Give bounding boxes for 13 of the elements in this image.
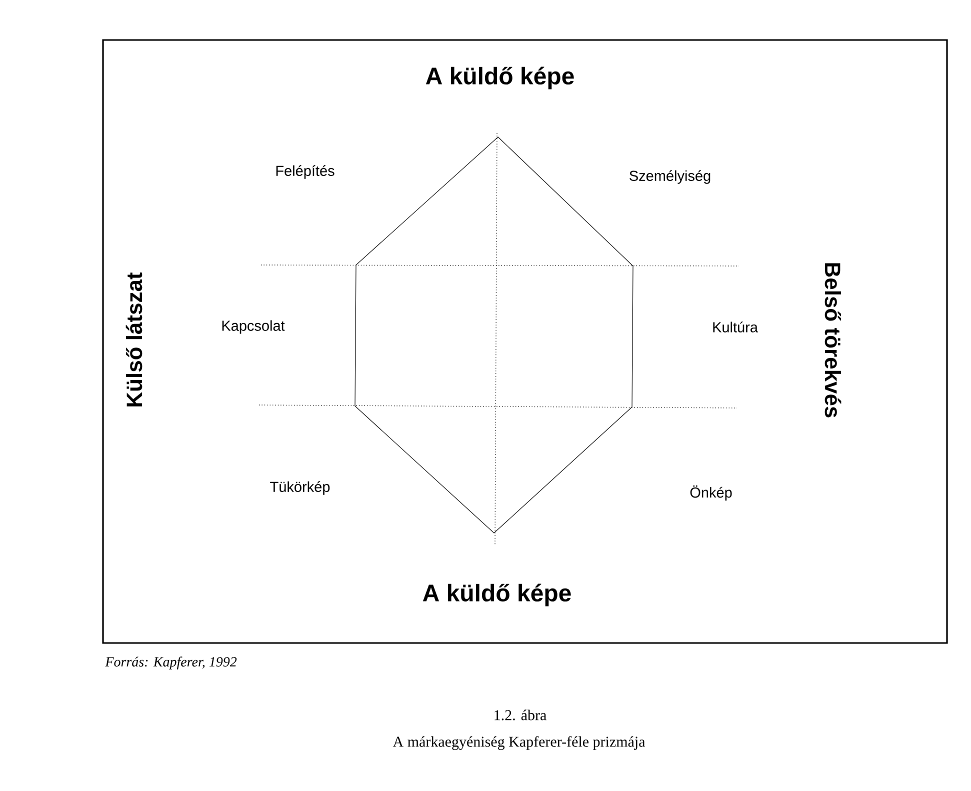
heading: A küldő képe <box>426 66 574 90</box>
source-note: Forrás: Kapferer, 1992 <box>105 656 237 670</box>
caption: A márkaegyéniség Kapferer-féle prizmája <box>392 736 646 750</box>
facet-label: Személyiség <box>630 170 710 184</box>
facet-label: Önkép <box>690 485 732 501</box>
facet-label: Felépítés <box>276 165 334 179</box>
side-heading: Külső látszat <box>126 272 142 406</box>
facet-label: Kapcsolat <box>222 320 285 334</box>
heading: A küldő képe <box>422 584 571 606</box>
figure-number: 1.2. ábra <box>494 710 546 720</box>
side-heading: Belső törekvés <box>824 263 842 418</box>
facet-label: Kultúra <box>713 322 758 332</box>
facet-label: Tükörkép <box>270 481 330 495</box>
